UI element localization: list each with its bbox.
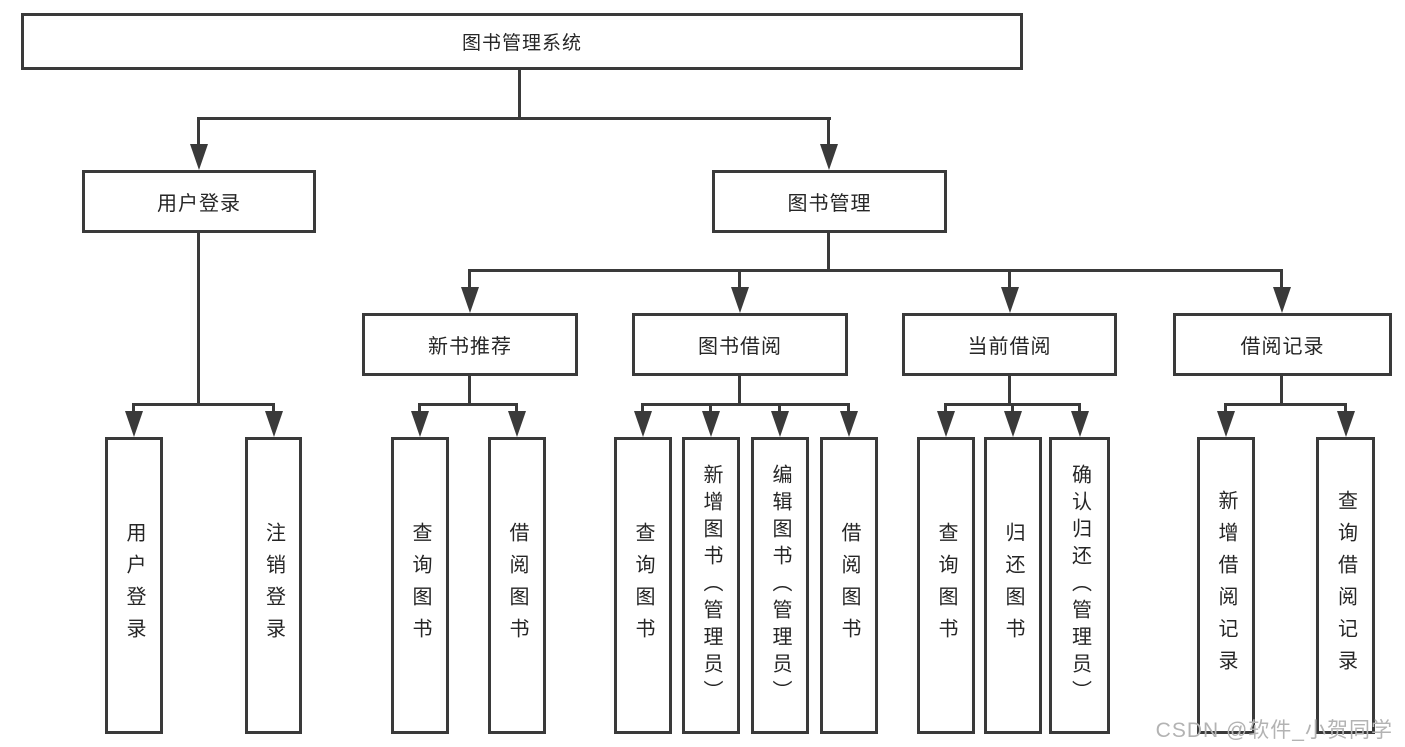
arrowhead-leaf-bb-query <box>634 411 652 437</box>
connector-user-login-branch <box>132 403 275 406</box>
node-user-login: 用户登录 <box>82 170 316 233</box>
node-book-mgmt: 图书管理 <box>712 170 947 233</box>
leaf-bb-borrow-books-label: 借阅图书 <box>838 521 860 650</box>
leaf-user-login: 用户登录 <box>105 437 163 734</box>
arrowhead-user-login <box>190 144 208 170</box>
node-user-login-label: 用户登录 <box>157 193 241 215</box>
connector-to-book-borrow <box>738 269 741 291</box>
connector-root-drop <box>518 70 521 120</box>
leaf-nb-query-books: 查询图书 <box>391 437 449 734</box>
connector-book-borrow-branch <box>641 403 850 406</box>
leaf-nb-borrow-books-label: 借阅图书 <box>506 521 528 650</box>
arrowhead-book-mgmt <box>820 144 838 170</box>
leaf-cb-confirm-return-admin: 确认归还（管理员） <box>1049 437 1110 734</box>
node-borrow-records-label: 借阅记录 <box>1240 336 1325 358</box>
leaf-bb-edit-books-admin: 编辑图书（管理员） <box>751 437 809 734</box>
connector-book-borrow-drop <box>738 376 741 406</box>
connector-to-current-borrow <box>1008 269 1011 291</box>
connector-to-leaf-logout <box>272 403 275 413</box>
leaf-br-add-record-label: 新增借阅记录 <box>1215 489 1237 682</box>
connector-borrow-records-branch <box>1224 403 1347 406</box>
connector-current-borrow-drop <box>1008 376 1011 406</box>
connector-to-leaf-cb-query <box>944 403 947 413</box>
connector-to-leaf-bb-query <box>641 403 644 413</box>
leaf-cb-query-books: 查询图书 <box>917 437 975 734</box>
leaf-logout-label: 注销登录 <box>262 521 285 650</box>
arrowhead-leaf-nb-borrow <box>508 411 526 437</box>
arrowhead-leaf-user-login <box>125 411 143 437</box>
connector-to-leaf-user-login <box>132 403 135 413</box>
connector-to-leaf-cb-return <box>1011 403 1014 413</box>
node-book-borrow: 图书借阅 <box>632 313 848 376</box>
connector-new-book-rec-drop <box>468 376 471 406</box>
arrowhead-leaf-bb-borrow <box>840 411 858 437</box>
arrowhead-current-borrow <box>1001 287 1019 313</box>
leaf-br-add-record: 新增借阅记录 <box>1197 437 1255 734</box>
leaf-nb-borrow-books: 借阅图书 <box>488 437 546 734</box>
connector-to-borrow-records <box>1280 269 1283 291</box>
csdn-watermark: CSDN @软件_小贺同学 <box>1155 719 1393 742</box>
connector-to-leaf-nb-query <box>418 403 421 413</box>
arrowhead-leaf-nb-query <box>411 411 429 437</box>
leaf-bb-query-books: 查询图书 <box>614 437 672 734</box>
leaf-user-login-label: 用户登录 <box>123 521 145 650</box>
node-current-borrow: 当前借阅 <box>902 313 1117 376</box>
leaf-bb-add-books-admin-label: 新增图书（管理员） <box>700 464 722 707</box>
node-book-borrow-label: 图书借阅 <box>698 336 782 358</box>
connector-to-book-mgmt <box>827 117 830 148</box>
connector-to-new-book-rec <box>468 269 471 291</box>
connector-to-leaf-bb-edit <box>778 403 781 413</box>
connector-borrow-records-drop <box>1280 376 1283 406</box>
connector-to-user-login <box>197 117 200 148</box>
leaf-cb-return-books-label: 归还图书 <box>1002 521 1024 650</box>
arrowhead-borrow-records <box>1273 287 1291 313</box>
node-new-book-rec: 新书推荐 <box>362 313 578 376</box>
leaf-bb-edit-books-admin-label: 编辑图书（管理员） <box>769 464 791 707</box>
connector-book-mgmt-branch <box>468 269 1283 272</box>
leaf-bb-add-books-admin: 新增图书（管理员） <box>682 437 740 734</box>
leaf-cb-query-books-label: 查询图书 <box>935 521 957 650</box>
arrowhead-leaf-logout <box>265 411 283 437</box>
connector-to-leaf-bb-add <box>709 403 712 413</box>
connector-new-book-rec-branch <box>418 403 518 406</box>
arrowhead-new-book-rec <box>461 287 479 313</box>
node-borrow-records: 借阅记录 <box>1173 313 1392 376</box>
leaf-cb-confirm-return-admin-label: 确认归还（管理员） <box>1068 464 1091 707</box>
node-new-book-rec-label: 新书推荐 <box>428 336 512 358</box>
leaf-bb-query-books-label: 查询图书 <box>632 521 654 650</box>
connector-root-branch <box>197 117 831 120</box>
arrowhead-leaf-bb-edit <box>771 411 789 437</box>
arrowhead-leaf-br-add <box>1217 411 1235 437</box>
node-root: 图书管理系统 <box>21 13 1023 70</box>
arrowhead-leaf-bb-add <box>702 411 720 437</box>
connector-to-leaf-br-add <box>1224 403 1227 413</box>
connector-book-mgmt-drop <box>827 233 830 272</box>
leaf-nb-query-books-label: 查询图书 <box>409 521 431 650</box>
node-book-mgmt-label: 图书管理 <box>787 193 872 215</box>
connector-to-leaf-nb-borrow <box>515 403 518 413</box>
node-root-label: 图书管理系统 <box>461 33 582 54</box>
leaf-cb-return-books: 归还图书 <box>984 437 1042 734</box>
arrowhead-leaf-cb-query <box>937 411 955 437</box>
node-current-borrow-label: 当前借阅 <box>967 336 1052 358</box>
connector-user-login-drop <box>197 233 200 403</box>
connector-to-leaf-bb-borrow <box>847 403 850 413</box>
leaf-bb-borrow-books: 借阅图书 <box>820 437 878 734</box>
arrowhead-leaf-cb-return <box>1004 411 1022 437</box>
connector-to-leaf-cb-confirm <box>1078 403 1081 413</box>
leaf-br-query-record: 查询借阅记录 <box>1316 437 1375 734</box>
arrowhead-leaf-br-query <box>1337 411 1355 437</box>
arrowhead-book-borrow <box>731 287 749 313</box>
connector-to-leaf-br-query <box>1344 403 1347 413</box>
leaf-logout: 注销登录 <box>245 437 302 734</box>
arrowhead-leaf-cb-confirm <box>1071 411 1089 437</box>
leaf-br-query-record-label: 查询借阅记录 <box>1334 489 1357 682</box>
